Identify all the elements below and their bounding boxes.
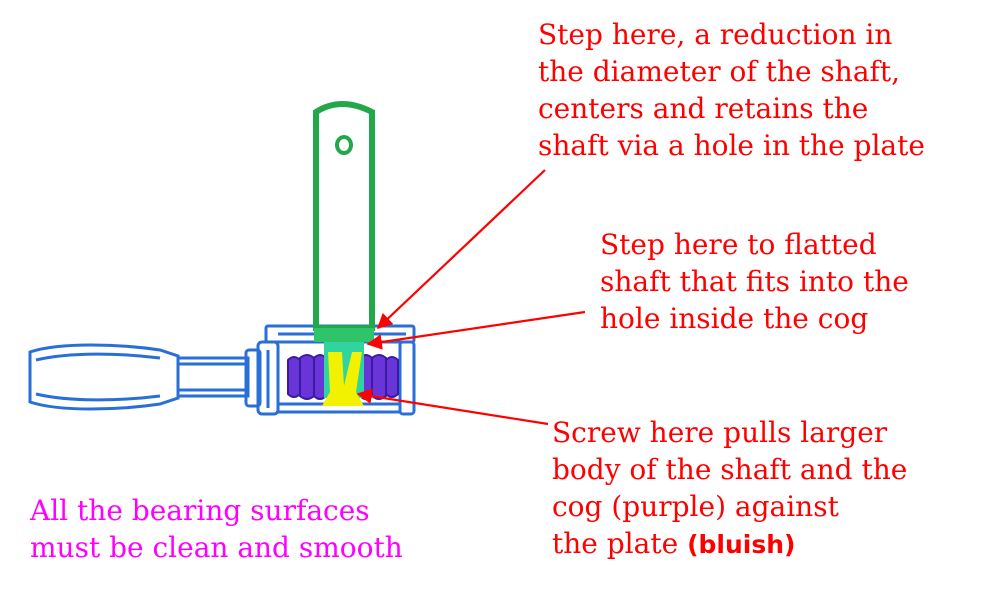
annotation-text-bold: (bluish): [687, 530, 796, 559]
screw: [322, 352, 364, 406]
handle: [28, 343, 250, 411]
annotation-line: Screw here pulls larger: [552, 416, 888, 449]
annotation-line: the plate (bluish): [552, 525, 907, 563]
annotation-line: Step here, a reduction in: [538, 18, 893, 51]
annotation-bearing: All the bearing surfaces must be clean a…: [30, 492, 403, 566]
cog: [287, 354, 399, 400]
annotation-line: centers and retains the: [538, 92, 869, 125]
annotation-line: body of the shaft and the: [552, 453, 908, 486]
annotation-text: the plate: [552, 527, 688, 560]
annotation-line: the diameter of the shaft,: [538, 55, 901, 88]
arrow-flat-step: [366, 310, 586, 350]
shaft: [313, 101, 375, 398]
arrow-screw: [356, 388, 549, 426]
shaft-step: [314, 328, 374, 342]
annotation-arrows: [356, 169, 586, 426]
annotation-line: shaft that fits into the: [600, 265, 909, 298]
shaft-hole-icon: [335, 135, 353, 155]
annotation-line: cog (purple) against: [552, 490, 839, 523]
annotation-line: Step here to flatted: [600, 228, 877, 261]
annotation-flat-step: Step here to flatted shaft that fits int…: [600, 226, 909, 337]
annotation-line: All the bearing surfaces: [30, 494, 370, 527]
arrow-shaft-step: [376, 169, 546, 330]
annotation-shaft-step: Step here, a reduction in the diameter o…: [538, 16, 925, 164]
annotation-line: hole inside the cog: [600, 302, 869, 335]
annotation-line: must be clean and smooth: [30, 531, 403, 564]
annotation-line: shaft via a hole in the plate: [538, 129, 925, 162]
annotation-screw: Screw here pulls larger body of the shaf…: [552, 414, 907, 563]
